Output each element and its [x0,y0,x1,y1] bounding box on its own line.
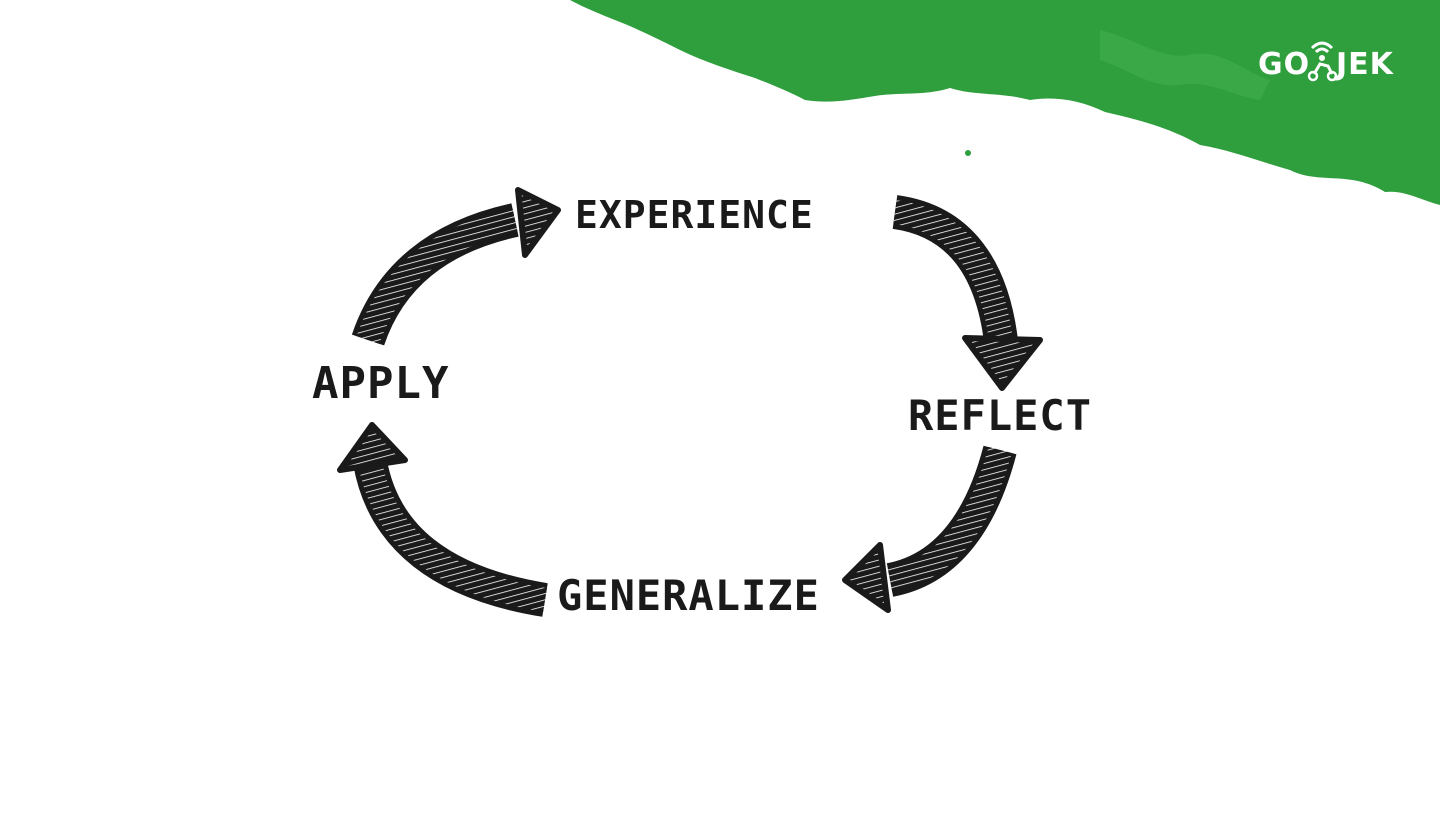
arrow-reflect-to-generalize [842,445,1017,613]
arrow-head [962,335,1043,391]
arrow-body-hatch [893,200,1014,352]
node-reflect: REFLECT [908,391,1092,440]
logo-text-jek: JEK [1336,47,1394,82]
arrow-body-hatch [356,208,518,345]
brush-speck [965,150,971,156]
arrow-experience-to-reflect [892,195,1043,391]
scooter-rider-icon [1307,41,1338,82]
brush-highlight [1100,30,1270,100]
arrow-head [515,187,561,258]
cycle-arrows [337,187,1043,617]
node-generalize: GENERALIZE [557,571,820,620]
brush-shape [570,0,1440,205]
arrow-apply-to-experience [351,187,561,346]
arrow-head [842,542,891,613]
arrow-body-hatch [887,446,1012,592]
node-apply: APPLY [312,358,449,409]
arrow-generalize-to-apply [337,422,548,617]
arrow-body-hatch [358,459,547,612]
logo-text-go: GO [1258,47,1311,82]
node-experience: EXPERIENCE [575,193,814,237]
arrow-head [337,422,408,473]
gojek-logo: GO JEK [1256,38,1416,88]
green-brush-splash [570,0,1440,205]
cycle-labels: EXPERIENCE REFLECT GENERALIZE APPLY [312,193,1092,620]
